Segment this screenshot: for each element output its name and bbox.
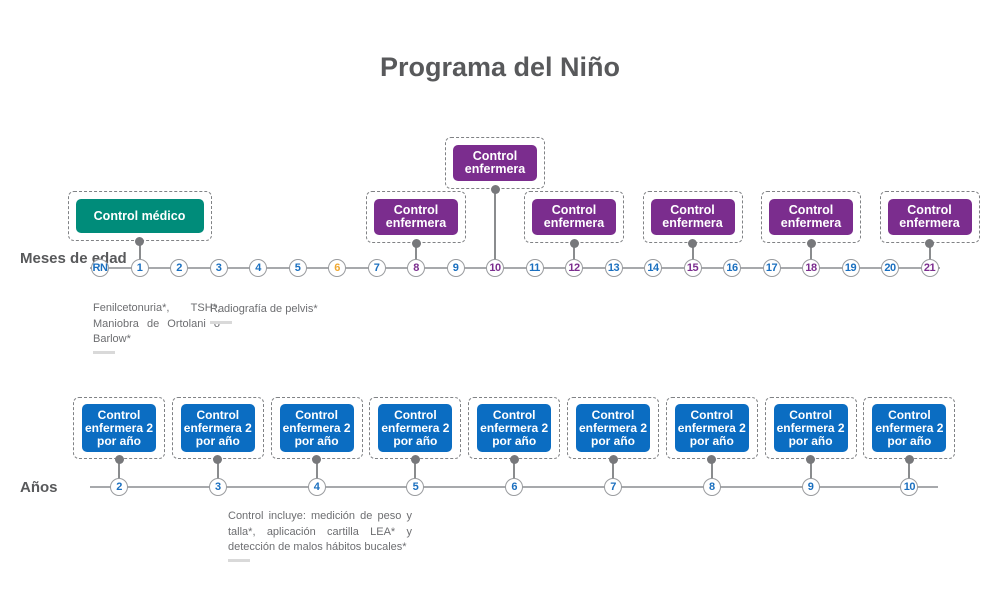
month-marker: 2	[170, 259, 188, 277]
month-event-dot	[490, 184, 500, 194]
year-event-dot	[608, 454, 618, 464]
control-enfermera-2-por-ano-box: Control enfermera 2 por año	[180, 404, 255, 452]
month-marker: 13	[604, 259, 623, 277]
month-event-dot	[806, 238, 816, 248]
month-marker: 11	[525, 259, 544, 277]
control-enfermera-2-por-ano-box: Control enfermera 2 por año	[872, 404, 947, 452]
month-note-bar	[93, 351, 115, 354]
year-event-connector	[809, 459, 812, 487]
year-event-dot	[509, 454, 519, 464]
month-event-dot	[688, 238, 697, 248]
year-event-dot	[707, 454, 717, 464]
month-marker: 20	[881, 259, 899, 277]
month-marker: 8	[407, 259, 425, 277]
control-medico-box: Control médico	[75, 199, 204, 233]
month-marker: 18	[802, 259, 820, 277]
year-event-dot	[114, 454, 124, 464]
year-event-dot	[904, 454, 914, 464]
year-event-connector	[216, 459, 219, 487]
year-marker: 3	[208, 478, 227, 496]
year-event-dot	[312, 454, 322, 464]
month-event-connector	[928, 243, 931, 268]
control-enfermera-2-por-ano-box: Control enfermera 2 por año	[378, 404, 453, 452]
control-enfermera-box: Control enfermera	[374, 199, 458, 235]
month-event-connector	[494, 189, 496, 268]
year-event-connector	[908, 459, 911, 487]
month-marker: 6	[328, 259, 346, 277]
year-event-dot	[213, 454, 223, 464]
month-event-dot	[411, 238, 421, 248]
month-marker: 14	[644, 259, 662, 277]
year-marker: 7	[604, 478, 622, 496]
year-event-connector	[118, 459, 120, 487]
month-marker: 4	[249, 259, 267, 277]
month-event-connector	[415, 243, 417, 268]
month-marker: 7	[367, 259, 386, 277]
year-marker: 4	[307, 478, 326, 496]
month-event-dot	[569, 238, 579, 248]
month-event-connector	[573, 243, 575, 268]
page-title: Programa del Niño	[379, 52, 621, 82]
month-marker: 9	[446, 259, 465, 277]
years-axis-label: Años	[20, 479, 58, 496]
control-enfermera-2-por-ano-box: Control enfermera 2 por año	[82, 404, 156, 452]
month-marker: 19	[841, 259, 860, 277]
year-event-connector	[710, 459, 713, 487]
month-note: Fenilcetonuria*, TSH*, Maniobra de Ortol…	[93, 302, 220, 345]
month-marker: RN	[91, 259, 109, 277]
month-marker: 16	[723, 259, 741, 277]
control-enfermera-2-por-ano-box: Control enfermera 2 por año	[279, 404, 354, 452]
month-event-dot	[135, 236, 144, 246]
control-enfermera-2-por-ano-box: Control enfermera 2 por año	[674, 404, 749, 452]
year-marker: 6	[505, 478, 524, 496]
month-marker: 5	[288, 259, 307, 277]
month-event-connector	[810, 243, 812, 268]
month-event-connector	[138, 241, 141, 268]
year-marker: 5	[406, 478, 425, 496]
control-enfermera-box: Control enfermera	[453, 145, 537, 181]
month-marker: 10	[486, 259, 504, 277]
month-event-dot	[925, 238, 934, 248]
control-enfermera-box: Control enfermera	[887, 199, 972, 235]
year-marker: 9	[801, 478, 820, 496]
month-note: Radiografía de pelvis*	[210, 303, 318, 315]
month-marker: 12	[565, 259, 583, 277]
control-enfermera-box: Control enfermera	[769, 199, 853, 235]
year-marker: 8	[702, 478, 721, 496]
months-timeline-line	[90, 267, 940, 269]
months-axis-label: Meses de edad	[20, 250, 127, 267]
month-event-connector	[691, 243, 694, 268]
month-marker: 1	[130, 259, 149, 277]
control-enfermera-2-por-ano-box: Control enfermera 2 por año	[773, 404, 848, 452]
year-event-connector	[513, 459, 516, 487]
year-marker: 10	[900, 478, 919, 496]
month-note-bar	[210, 321, 232, 324]
control-enfermera-box: Control enfermera	[532, 199, 616, 235]
month-marker: 21	[920, 259, 939, 277]
control-enfermera-2-por-ano-box: Control enfermera 2 por año	[477, 404, 552, 452]
month-marker: 3	[209, 259, 228, 277]
month-marker: 15	[683, 259, 702, 277]
control-enfermera-box: Control enfermera	[650, 199, 735, 235]
year-event-connector	[414, 459, 417, 487]
year-note: Control incluye: medición de peso y tall…	[228, 510, 412, 553]
year-event-connector	[612, 459, 614, 487]
year-event-connector	[315, 459, 318, 487]
control-enfermera-2-por-ano-box: Control enfermera 2 por año	[576, 404, 650, 452]
year-marker: 2	[110, 478, 128, 496]
month-marker: 17	[762, 259, 781, 277]
year-event-dot	[806, 454, 816, 464]
year-note-bar	[228, 559, 250, 562]
year-event-dot	[410, 454, 420, 464]
